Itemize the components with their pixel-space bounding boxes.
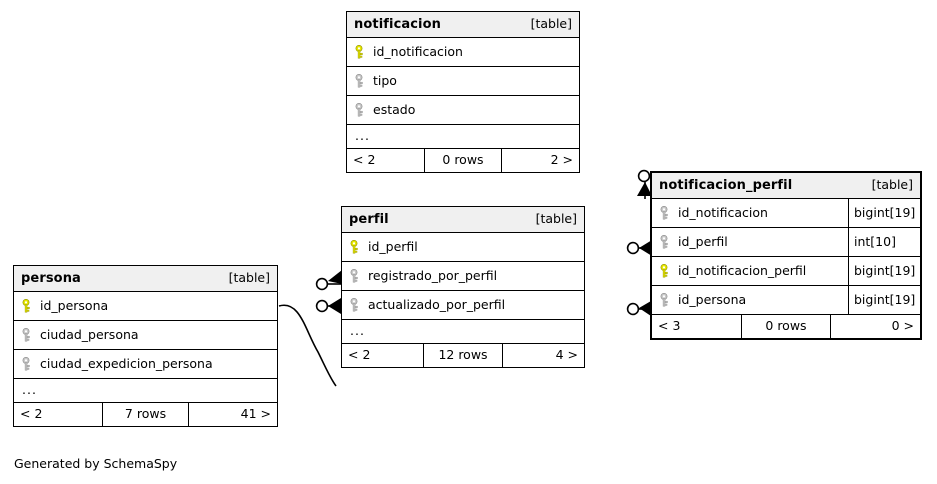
table-header-notificacion-perfil[interactable]: notificacion_perfil [table]: [652, 173, 920, 199]
key-icon-indexed: [350, 298, 358, 312]
column-type: int[10]: [848, 228, 920, 256]
table-name: perfil: [349, 212, 389, 227]
key-icon-primary: [355, 45, 363, 59]
column-name: ciudad_expedicion_persona: [40, 355, 213, 371]
table-node-persona[interactable]: persona [table] id_persona: [13, 265, 278, 427]
table-row[interactable]: actualizado_por_perfil: [342, 291, 584, 320]
column-type: bigint[19]: [848, 257, 920, 285]
table-footer: < 3 0 rows 0 >: [652, 315, 920, 338]
parent-relationship-count[interactable]: < 2: [348, 347, 371, 363]
edge-endpoint-np-id-persona: [626, 301, 651, 316]
key-icon-primary: [22, 299, 30, 313]
key-icon-primary: [660, 264, 668, 278]
column-name: estado: [373, 101, 416, 117]
column-cell: id_notificacion: [347, 38, 579, 66]
table-name: notificacion: [354, 17, 441, 32]
child-relationship-count[interactable]: 0 >: [891, 318, 914, 334]
column-cell: ciudad_expedicion_persona: [14, 350, 277, 378]
column-cell: registrado_por_perfil: [342, 262, 584, 290]
column-name: ciudad_persona: [40, 326, 139, 342]
key-icon-indexed: [355, 103, 363, 117]
row-count: 7 rows: [101, 403, 190, 426]
table-type-tag: [table]: [535, 211, 577, 227]
edge-endpoint-perfil-actualizado: [315, 298, 341, 314]
table-name: notificacion_perfil: [659, 178, 793, 193]
edge-persona-perfil: [278, 304, 337, 387]
table-type-tag: [table]: [228, 270, 270, 286]
column-name: id_notificacion_perfil: [678, 262, 807, 278]
table-row[interactable]: id_perfil: [342, 233, 584, 262]
more-columns-indicator: ...: [14, 379, 277, 403]
column-name: actualizado_por_perfil: [368, 296, 506, 312]
key-icon-indexed: [22, 328, 30, 342]
table-row[interactable]: id_perfil int[10]: [652, 228, 920, 257]
column-cell: id_perfil: [342, 233, 584, 261]
child-relationship-count[interactable]: 4 >: [555, 347, 579, 363]
parent-relationship-count[interactable]: < 3: [658, 318, 681, 334]
column-cell: ciudad_persona: [14, 321, 277, 349]
table-row[interactable]: estado: [347, 96, 579, 125]
column-cell: id_notificacion_perfil: [652, 257, 848, 285]
column-cell: id_notificacion: [652, 199, 848, 227]
child-relationship-count[interactable]: 41 >: [240, 406, 272, 422]
table-row[interactable]: ciudad_expedicion_persona: [14, 350, 277, 379]
table-row[interactable]: id_notificacion: [347, 38, 579, 67]
table-row[interactable]: id_persona: [14, 292, 277, 321]
column-cell: id_persona: [652, 286, 848, 314]
table-row[interactable]: id_notificacion_perfil bigint[19]: [652, 257, 920, 286]
child-relationship-count[interactable]: 2 >: [550, 152, 573, 168]
column-cell: actualizado_por_perfil: [342, 291, 584, 319]
column-name: id_notificacion: [373, 43, 463, 59]
column-cell: id_perfil: [652, 228, 848, 256]
key-icon-indexed: [350, 269, 358, 283]
table-type-tag: [table]: [530, 16, 572, 32]
key-icon-indexed: [355, 74, 363, 88]
generated-by-note: Generated by SchemaSpy: [14, 456, 178, 471]
column-name: id_persona: [40, 297, 109, 313]
column-name: id_perfil: [678, 233, 728, 249]
table-row[interactable]: tipo: [347, 67, 579, 96]
table-row[interactable]: ciudad_persona: [14, 321, 277, 350]
column-name: id_persona: [678, 291, 747, 307]
row-count: 12 rows: [422, 344, 504, 367]
edge-endpoint-perfil-registrado: [315, 270, 342, 291]
key-icon-indexed: [660, 206, 668, 220]
table-node-perfil[interactable]: perfil [table] id_perfil: [341, 206, 585, 368]
edge-endpoint-np-id-perfil: [626, 240, 652, 256]
more-columns-indicator: ...: [342, 320, 584, 344]
table-header-persona[interactable]: persona [table]: [14, 266, 277, 292]
table-node-notificacion-perfil[interactable]: notificacion_perfil [table] id_notificac…: [650, 171, 922, 340]
column-cell: id_persona: [14, 292, 277, 320]
row-count: 0 rows: [424, 149, 502, 172]
column-type: bigint[19]: [848, 199, 920, 227]
column-cell: tipo: [347, 67, 579, 95]
key-icon-primary: [350, 240, 358, 254]
table-type-tag: [table]: [871, 177, 913, 193]
column-name: tipo: [373, 72, 397, 88]
more-columns-indicator: ...: [347, 125, 579, 149]
key-icon-indexed: [660, 293, 668, 307]
table-header-notificacion[interactable]: notificacion [table]: [347, 12, 579, 38]
table-footer: < 2 7 rows 41 >: [14, 403, 277, 426]
row-count: 0 rows: [741, 315, 831, 338]
column-cell: estado: [347, 96, 579, 124]
column-type: bigint[19]: [848, 286, 920, 314]
table-footer: < 2 0 rows 2 >: [347, 149, 579, 172]
table-row[interactable]: id_notificacion bigint[19]: [652, 199, 920, 228]
table-header-perfil[interactable]: perfil [table]: [342, 207, 584, 233]
table-name: persona: [21, 271, 81, 286]
key-icon-indexed: [660, 235, 668, 249]
column-name: registrado_por_perfil: [368, 267, 498, 283]
table-row[interactable]: id_persona bigint[19]: [652, 286, 920, 315]
table-row[interactable]: registrado_por_perfil: [342, 262, 584, 291]
key-icon-indexed: [22, 357, 30, 371]
table-node-notificacion[interactable]: notificacion [table] id_notificacion: [346, 11, 580, 173]
column-name: id_perfil: [368, 238, 418, 254]
table-footer: < 2 12 rows 4 >: [342, 344, 584, 367]
column-name: id_notificacion: [678, 204, 768, 220]
parent-relationship-count[interactable]: < 2: [353, 152, 376, 168]
parent-relationship-count[interactable]: < 2: [20, 406, 43, 422]
